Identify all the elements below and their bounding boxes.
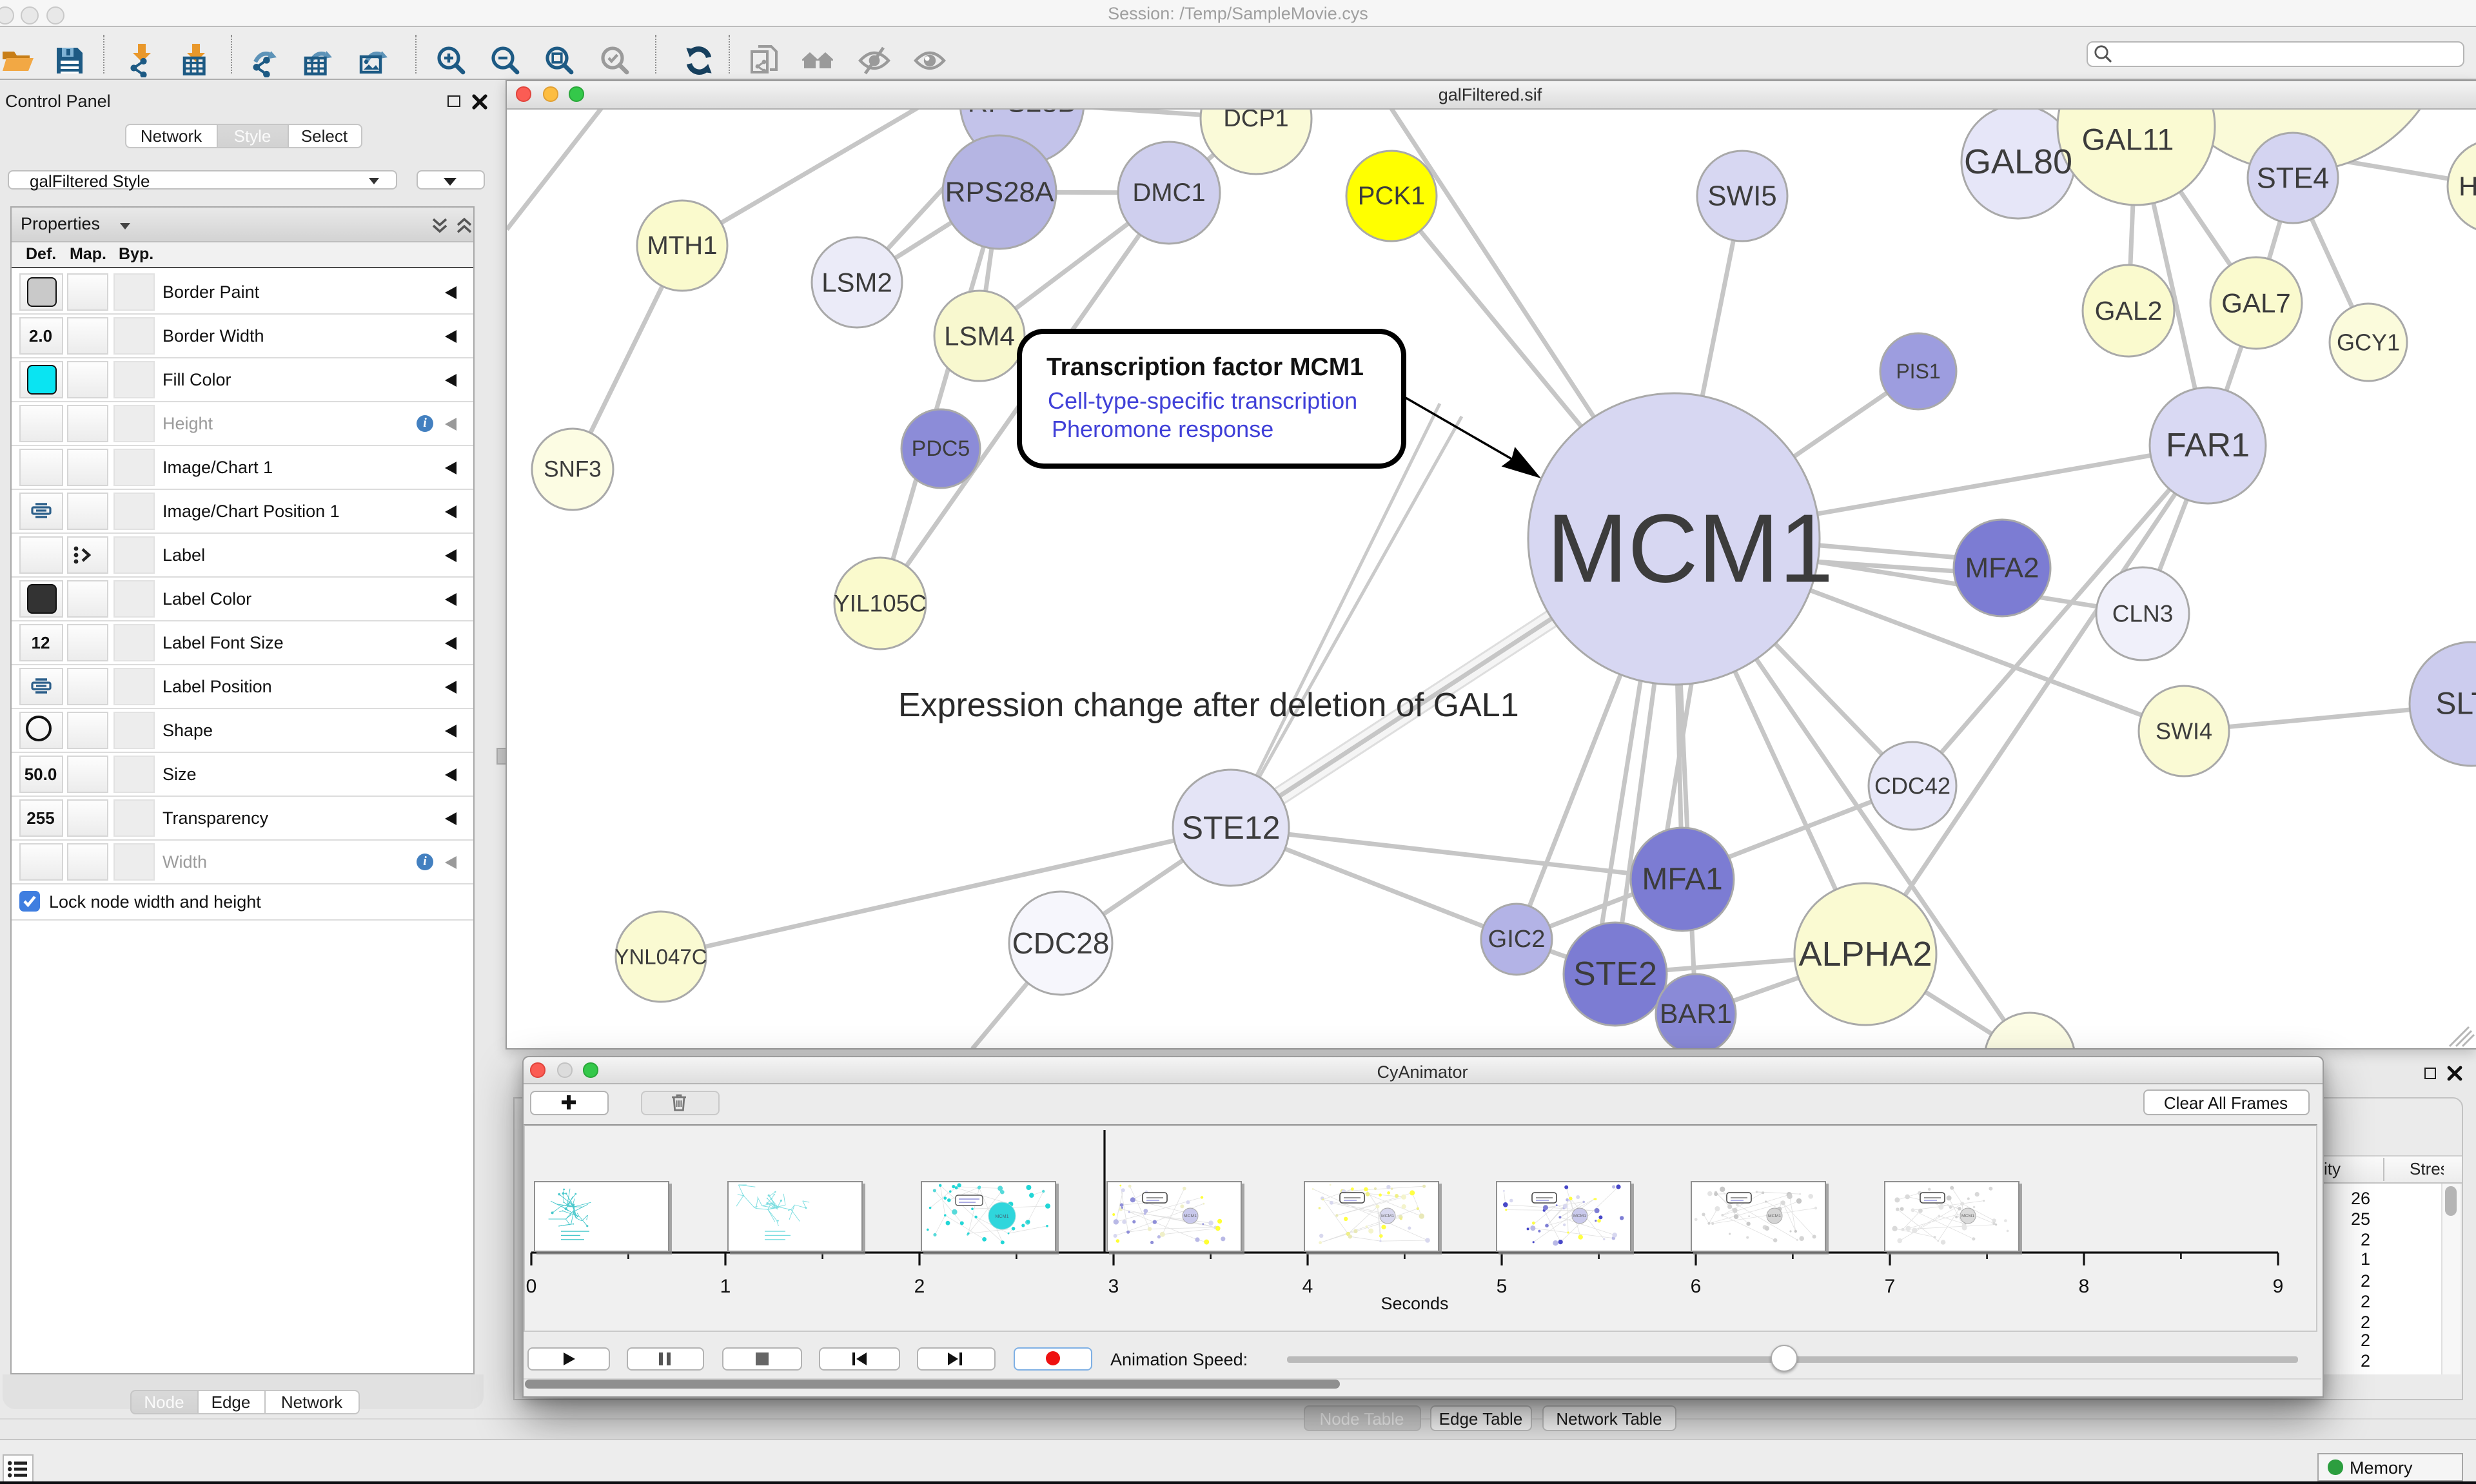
svg-text:MCM1: MCM1 [1573, 1213, 1586, 1218]
svg-text:ALPHA2: ALPHA2 [1798, 934, 1931, 973]
svg-text:GAL2: GAL2 [2094, 295, 2162, 325]
svg-text:LSM4: LSM4 [943, 320, 1014, 351]
svg-text:CDC42: CDC42 [1874, 772, 1950, 799]
svg-text:GAL7: GAL7 [2221, 288, 2290, 318]
svg-text:Expression change after deleti: Expression change after deletion of GAL1 [898, 686, 1518, 723]
svg-text:PIS1: PIS1 [1895, 359, 1940, 382]
svg-text:5: 5 [1496, 1276, 1507, 1297]
svg-text:MCM1: MCM1 [995, 1213, 1008, 1218]
svg-text:PDC5: PDC5 [911, 436, 970, 460]
svg-text:HAP2: HAP2 [2458, 171, 2475, 201]
svg-text:GCY1: GCY1 [2336, 329, 2399, 355]
svg-text:MCM1: MCM1 [1183, 1213, 1196, 1218]
svg-text:Cell-type-specific transcripti: Cell-type-specific transcription [1047, 387, 1357, 413]
svg-text:TUB1: TUB1 [1994, 1042, 2063, 1049]
svg-text:MFA2: MFA2 [1965, 552, 2039, 583]
svg-text:SLT2: SLT2 [2435, 687, 2475, 721]
svg-text:CLN3: CLN3 [2112, 600, 2173, 627]
svg-text:STE12: STE12 [1181, 809, 1280, 845]
svg-text:GAL11: GAL11 [2081, 122, 2174, 156]
svg-text:7: 7 [1884, 1276, 1895, 1297]
svg-text:SWI4: SWI4 [2155, 718, 2212, 744]
svg-text:YNL047C: YNL047C [614, 944, 706, 968]
svg-text:MCM1: MCM1 [1767, 1213, 1780, 1218]
svg-text:DMC1: DMC1 [1132, 178, 1204, 206]
svg-text:STE2: STE2 [1573, 955, 1656, 992]
svg-text:1: 1 [720, 1276, 731, 1297]
svg-text:Transcription factor MCM1: Transcription factor MCM1 [1046, 353, 1363, 380]
svg-text:RPS28B: RPS28B [967, 109, 1076, 118]
svg-text:MTH1: MTH1 [647, 231, 717, 259]
svg-text:MFA1: MFA1 [1641, 862, 1722, 896]
svg-text:Seconds: Seconds [1380, 1294, 1448, 1313]
svg-text:YIL105C: YIL105C [833, 590, 926, 616]
svg-text:3: 3 [1108, 1276, 1119, 1297]
svg-text:RPS28A: RPS28A [945, 176, 1054, 208]
svg-text:BAR1: BAR1 [1659, 998, 1731, 1029]
svg-text:MCM1: MCM1 [1961, 1213, 1974, 1218]
svg-text:CDC28: CDC28 [1012, 926, 1109, 959]
svg-text:SWI5: SWI5 [1707, 180, 1776, 211]
svg-text:LSM2: LSM2 [821, 267, 892, 297]
svg-text:9: 9 [2272, 1276, 2283, 1297]
svg-text:MCM1: MCM1 [1546, 493, 1833, 602]
svg-text:FAR1: FAR1 [2165, 426, 2249, 464]
svg-text:8: 8 [2078, 1276, 2089, 1297]
svg-text:0: 0 [526, 1276, 536, 1297]
svg-text:2: 2 [914, 1276, 925, 1297]
svg-text:SNF3: SNF3 [543, 456, 600, 482]
svg-text:GAL80: GAL80 [1963, 142, 2072, 181]
svg-text:6: 6 [1690, 1276, 1701, 1297]
svg-text:4: 4 [1302, 1276, 1313, 1297]
svg-text:PCK1: PCK1 [1357, 181, 1425, 210]
svg-text:MCM1: MCM1 [1381, 1213, 1394, 1218]
svg-text:Pheromone response: Pheromone response [1051, 415, 1273, 442]
svg-text:STE4: STE4 [2256, 161, 2329, 194]
svg-text:GIC2: GIC2 [1488, 925, 1545, 952]
svg-text:DCP1: DCP1 [1223, 109, 1288, 132]
